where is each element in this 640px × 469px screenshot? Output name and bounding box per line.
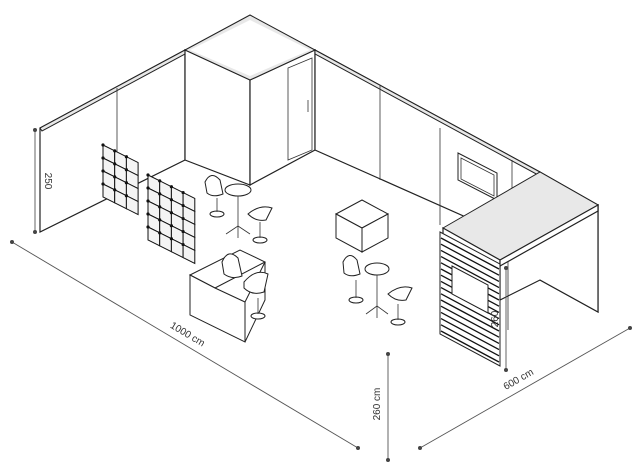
cube-shelf-left xyxy=(101,143,139,216)
back-right-wall xyxy=(314,48,541,251)
dimension-height-left: 250 xyxy=(33,128,53,234)
height-right-label: 260 xyxy=(490,310,501,327)
dimension-depth: 600 cm xyxy=(418,326,632,450)
height-front-label: 260 cm xyxy=(372,388,383,421)
back-left-wall xyxy=(39,48,188,233)
cube-shelf-right xyxy=(146,173,196,265)
bar-table-set-1 xyxy=(204,175,273,244)
reception-counter xyxy=(188,249,269,343)
dimension-height-right: 260 xyxy=(490,266,508,372)
slatted-panel xyxy=(439,231,501,367)
dimension-height-front: 260 cm xyxy=(372,352,390,462)
dimension-length: 1000 cm xyxy=(10,240,360,450)
cube-seat xyxy=(334,199,390,253)
panel-screen xyxy=(451,265,489,314)
bar-table-set-2 xyxy=(342,255,413,326)
storage-room xyxy=(183,14,317,187)
length-label: 1000 cm xyxy=(168,320,207,349)
height-left-label: 250 xyxy=(42,173,53,190)
